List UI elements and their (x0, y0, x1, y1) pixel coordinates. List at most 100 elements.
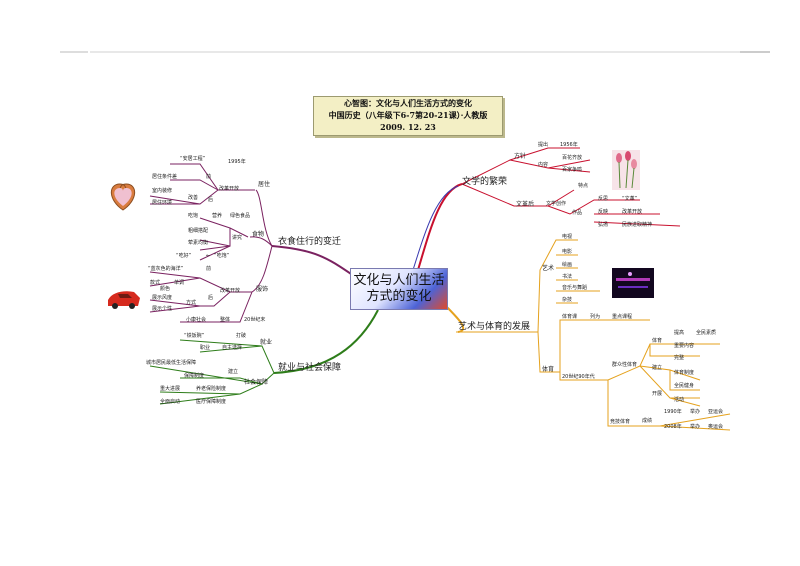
node-qian-live: 前 (206, 174, 212, 180)
node-yiliao: 医疗保障制度 (196, 399, 227, 405)
node-1995: 1995年 (228, 159, 246, 165)
node-zizhu: 自主选择 (222, 345, 243, 351)
title-box: 心智图：文化与人们生活方式的变化 中国历史（八年级下6-7第20-21课）·人教… (313, 96, 503, 136)
work-sublines (149, 339, 275, 405)
node-tiaojian: 居住条件差 (152, 174, 178, 180)
node-gaige-lit: 改革开放 (622, 209, 643, 215)
node-shufa: 书法 (562, 274, 573, 280)
tulip-image (612, 150, 640, 190)
node-live: 居住 (258, 181, 271, 188)
node-dibao: 城市居民最低生活保障 (146, 360, 197, 366)
branch-lit: 文学的繁荣 (462, 177, 508, 187)
food-sublines (149, 163, 276, 323)
node-yanglao: 养老保险制度 (196, 386, 227, 392)
node-jiangjiu: 讲究 (232, 235, 243, 241)
node-jinqu: 民族进取精神 (622, 222, 653, 228)
node-hou-dress: 后 (208, 295, 214, 301)
central-topic-line-1: 文化与人们生活 (353, 273, 445, 288)
node-jingji: 竞技体育 (610, 419, 631, 425)
node-juban-1: 举办 (690, 409, 701, 415)
node-dianshi: 电视 (562, 234, 573, 240)
node-zhongda: 重大进展 (160, 386, 181, 392)
title-line-2: 中国历史（八年级下6-7第20-21课）·人教版 (328, 110, 488, 120)
node-tiyu-sub: 体育 (652, 338, 663, 344)
red-car-image (108, 291, 140, 309)
art-sublines (537, 239, 731, 431)
node-yayun: 亚运会 (708, 409, 724, 415)
node-tigao: 提高 (674, 330, 685, 336)
node-gaige-live: 改革开放 (219, 186, 240, 192)
node-hou-live: 后 (208, 197, 214, 203)
node-chibao: 吃饱 (188, 213, 199, 219)
node-lanhui: “蓝灰色的海洋” (148, 266, 184, 272)
node-tiyuke: 体育课 (562, 314, 578, 320)
node-zhengti: 整体 (220, 317, 231, 323)
node-anju: “安居工程” (180, 156, 206, 162)
node-qian-dress: 前 (206, 266, 212, 272)
node-zhuangxiu: 室内装修 (152, 188, 173, 194)
node-jobs: 就业 (260, 339, 273, 346)
node-neirong: 内容 (538, 162, 549, 168)
node-qunzhong: 群众性体育 (612, 362, 638, 368)
node-huihua: 绘画 (562, 262, 573, 268)
node-aoyun: 奥运会 (708, 424, 724, 430)
node-tiyuzhidu: 体育制度 (674, 370, 695, 376)
node-dapo: 打破 (236, 333, 247, 339)
node-fengdu: 展示风度 (152, 295, 173, 301)
node-huanjing: 居住环境 (152, 200, 173, 206)
branch-line-work (273, 309, 379, 374)
node-policy: 方针 (514, 153, 527, 160)
title-line-1: 心智图：文化与人们生活方式的变化 (344, 98, 472, 108)
node-cuxi: 粗细搭配 (188, 228, 209, 234)
node-wanzheng: 完整 (674, 355, 685, 361)
branch-line-food (271, 245, 361, 281)
node-chengji: 成绩 (642, 418, 653, 424)
node-arts: 艺术 (542, 265, 555, 272)
node-baijia: 百家争鸣 (562, 167, 583, 173)
node-zhiye: 职业 (200, 345, 211, 351)
node-tichu: 提出 (538, 142, 549, 148)
node-late: 文革后 (516, 201, 535, 208)
node-dandiao: 单调 (174, 280, 185, 286)
stage-image (612, 268, 654, 298)
node-jianli-sport: 建立 (652, 365, 663, 371)
node-tedian: 特点 (578, 183, 589, 189)
branch-line-lit-shadow (412, 185, 459, 271)
node-wenge: “文革” (622, 196, 638, 202)
node-yingyang: 营养 (212, 213, 223, 219)
node-arrow: ← (206, 253, 211, 259)
node-liewei: 列为 (590, 314, 601, 320)
branch-line-lit (417, 183, 463, 271)
branch-art: 艺术与体育的发展 (458, 322, 531, 332)
node-zhongdian: 重点课程 (612, 314, 633, 320)
heart-image (110, 183, 136, 211)
node-gaishan: 改善 (188, 195, 199, 201)
branch-food: 衣食住行的变迁 (278, 237, 342, 247)
central-topic-line-2: 方式的变化 (366, 289, 432, 304)
node-quanmin: 全民健身 (674, 383, 695, 389)
title-line-3: 2009. 12. 23 (380, 122, 436, 132)
node-1956: 1956年 (560, 142, 578, 148)
node-fansi: 反思 (598, 196, 609, 202)
node-juban-2: 举办 (690, 424, 701, 430)
node-dianying: 电影 (562, 249, 573, 255)
node-gexing: 展示个性 (152, 306, 173, 312)
node-kaizhan: 开展 (652, 391, 663, 397)
node-20c: 20世纪末 (244, 317, 266, 323)
node-quanmian: 全面启动 (160, 399, 181, 405)
branch-work: 就业与社会保障 (278, 363, 342, 373)
node-zuopin: 作品 (572, 210, 583, 216)
node-dress: 服饰 (256, 286, 269, 293)
node-baihua: 百花齐放 (562, 155, 583, 161)
node-hunsu: 荤素均衡 (188, 240, 209, 246)
node-90s: 20世纪90年代 (562, 374, 595, 380)
node-fanying: 反映 (598, 209, 609, 215)
node-hongyang: 弘扬 (598, 222, 609, 228)
node-zaji: 杂技 (562, 297, 573, 303)
lit-sublines (461, 147, 681, 227)
node-1990: 1990年 (664, 409, 682, 415)
node-2008: 2008年 (664, 424, 682, 430)
node-huodong: 活动 (674, 397, 685, 403)
node-chibao-2: “吃饱” (214, 253, 230, 259)
node-security: 社会保障 (244, 379, 269, 386)
